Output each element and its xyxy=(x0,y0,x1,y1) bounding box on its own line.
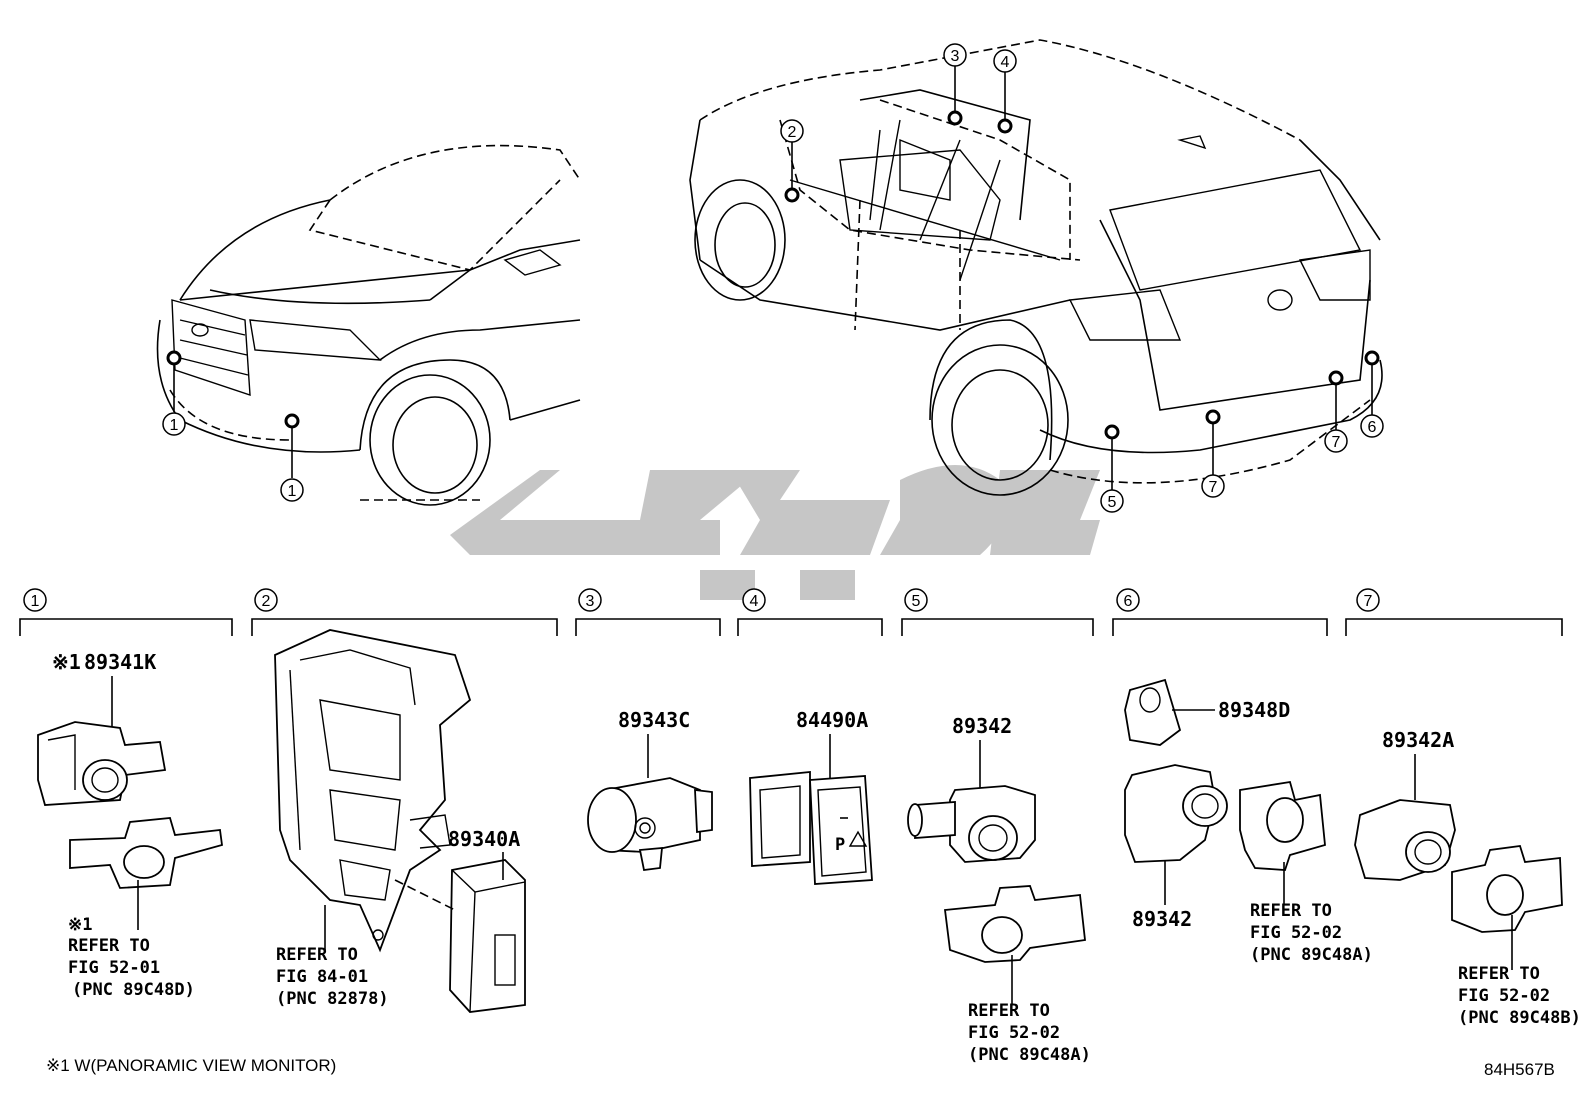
front-corner-sensor-location xyxy=(166,350,182,366)
rear-vehicle-illustration xyxy=(689,39,1383,496)
svg-text:7: 7 xyxy=(1364,593,1373,610)
svg-text:(PNC 89C48B): (PNC 89C48B) xyxy=(1458,1008,1581,1028)
part-number-89342-s6: 89342 xyxy=(1132,907,1192,931)
section-header-6: 6 xyxy=(1112,588,1328,636)
svg-text:4: 4 xyxy=(1001,54,1010,71)
section-6-rear-corner-sensor: 89348D 89342 REFER TO FIG 52-02 (PNC 89C… xyxy=(1124,678,1373,965)
svg-text:4: 4 xyxy=(750,593,759,610)
svg-text:※1: ※1 xyxy=(68,915,92,935)
callout-3-rear: 3 xyxy=(943,43,967,67)
svg-text:REFER TO: REFER TO xyxy=(68,936,150,956)
section-7-rear-center-sensor: 89342A REFER TO FIG 52-02 (PNC 89C48B) xyxy=(1354,728,1581,1028)
svg-text:REFER TO: REFER TO xyxy=(968,1001,1050,1021)
front-center-sensor-location xyxy=(284,413,300,429)
section-header-5: 5 xyxy=(901,588,1094,636)
section-2-control-module: 89340A REFER TO FIG 84-01 (PNC 82878) xyxy=(274,629,526,1013)
part-number-89342-s5: 89342 xyxy=(952,714,1012,738)
watermark-logo xyxy=(450,465,1100,600)
footnote: ※1 W(PANORAMIC VIEW MONITOR) xyxy=(46,1056,336,1075)
section-headers: 1 2 3 4 5 6 7 xyxy=(19,588,1563,636)
switch-button-label: P xyxy=(835,835,845,855)
callout-7-rear-b: 7 xyxy=(1324,429,1348,453)
figure-code: 84H567B xyxy=(1484,1060,1555,1079)
svg-text:(PNC 89C48D): (PNC 89C48D) xyxy=(72,980,195,1000)
interior-front-location xyxy=(784,187,800,203)
svg-text:3: 3 xyxy=(586,593,595,610)
callout-1a: 1 xyxy=(162,412,186,436)
callout-1b: 1 xyxy=(280,478,304,502)
svg-text:2: 2 xyxy=(788,124,797,141)
svg-text:(PNC 82878): (PNC 82878) xyxy=(276,989,389,1009)
svg-text:6: 6 xyxy=(1124,593,1133,610)
svg-text:3: 3 xyxy=(951,48,960,65)
callout-5-rear: 5 xyxy=(1100,489,1124,513)
svg-text:5: 5 xyxy=(1108,494,1117,511)
part-note-mark: ※1 xyxy=(52,650,81,674)
part-number-89342A: 89342A xyxy=(1382,728,1454,752)
svg-text:6: 6 xyxy=(1368,419,1377,436)
svg-text:7: 7 xyxy=(1332,434,1341,451)
section-header-7: 7 xyxy=(1345,588,1563,636)
svg-text:1: 1 xyxy=(31,593,40,610)
callout-2-rear: 2 xyxy=(780,119,804,143)
svg-text:2: 2 xyxy=(262,593,271,610)
part-number-84490A: 84490A xyxy=(796,708,868,732)
callout-7-rear-a: 7 xyxy=(1201,474,1225,498)
section-header-2: 2 xyxy=(251,588,558,636)
rear-corner-right-location xyxy=(1364,350,1380,366)
svg-text:7: 7 xyxy=(1209,479,1218,496)
part-number-89343C: 89343C xyxy=(618,708,690,732)
section-5-rear-corner-sensor: 89342 REFER TO FIG 52-02 (PNC 89C48A) xyxy=(907,714,1091,1065)
svg-text:FIG 52-01: FIG 52-01 xyxy=(68,958,160,978)
svg-text:(PNC 89C48A): (PNC 89C48A) xyxy=(968,1045,1091,1065)
svg-text:1: 1 xyxy=(288,483,297,500)
part-number-89340A: 89340A xyxy=(448,827,520,851)
interior-switch-location xyxy=(947,110,963,126)
svg-text:FIG 52-02: FIG 52-02 xyxy=(1250,923,1342,943)
section-4-switch-button: 84490A P xyxy=(749,708,873,885)
section-header-1: 1 xyxy=(19,588,233,636)
section-header-4: 4 xyxy=(737,588,883,636)
callout-6-rear: 6 xyxy=(1360,414,1384,438)
svg-text:FIG 52-02: FIG 52-02 xyxy=(968,1023,1060,1043)
rear-corner-left-location xyxy=(1104,424,1120,440)
svg-text:FIG 84-01: FIG 84-01 xyxy=(276,967,368,987)
rear-center-right-location xyxy=(1328,370,1344,386)
svg-text:5: 5 xyxy=(912,593,921,610)
interior-button-location xyxy=(997,118,1013,134)
rear-center-left-location xyxy=(1205,409,1221,425)
svg-text:1: 1 xyxy=(170,417,179,434)
part-number-89348D: 89348D xyxy=(1218,698,1290,722)
part-number-89341K: 89341K xyxy=(84,650,156,674)
svg-text:REFER TO: REFER TO xyxy=(1458,964,1540,984)
svg-text:REFER TO: REFER TO xyxy=(276,945,358,965)
svg-text:(PNC 89C48A): (PNC 89C48A) xyxy=(1250,945,1373,965)
svg-text:REFER TO: REFER TO xyxy=(1250,901,1332,921)
section-1-front-sensor: ※1 89341K ※1 REFER TO FIG 52-01 (PNC 89C… xyxy=(37,650,223,1000)
section-header-3: 3 xyxy=(575,588,721,636)
front-vehicle-illustration xyxy=(156,144,581,506)
svg-text:FIG 52-02: FIG 52-02 xyxy=(1458,986,1550,1006)
callout-4-rear: 4 xyxy=(993,49,1017,73)
section-3-sensor-switch: 89343C xyxy=(587,708,713,871)
